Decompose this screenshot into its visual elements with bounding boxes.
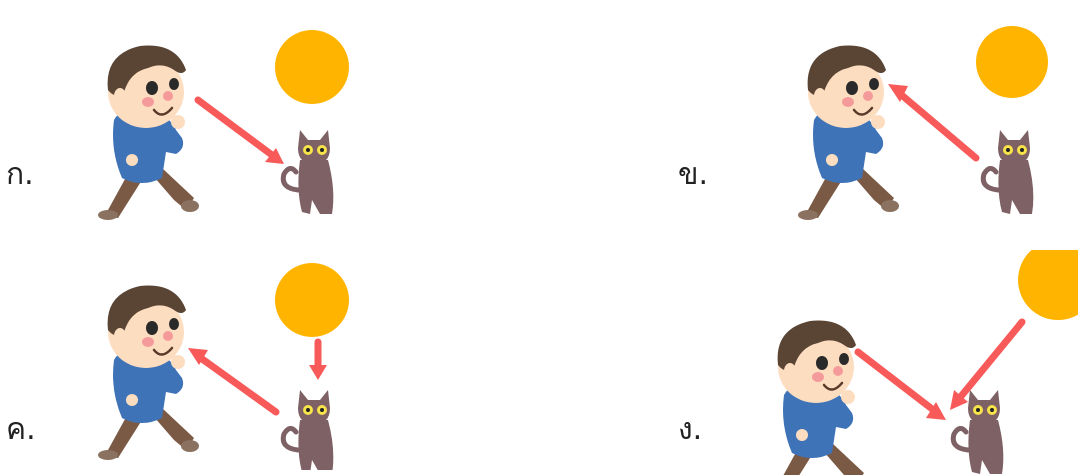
sun-circle [275,263,349,337]
arrow-head [188,348,208,365]
boy-figure [98,285,199,460]
cat-figure [980,130,1034,214]
scene-option-d [777,250,1078,475]
boy-figure [798,45,899,220]
arrow-cat-to-boy [894,88,980,162]
arrow-head [950,390,968,410]
arrow-head [265,148,284,164]
sun-circle [976,26,1048,98]
scene-option-a [98,30,349,220]
scene-option-c [98,263,349,470]
arrow-boy-to-cat [854,348,940,416]
arrow-boy-to-cat [194,96,280,162]
arrow-head [888,84,908,102]
boy-figure [98,45,199,220]
option-label-b: ข. [678,157,709,192]
boy-figure [777,320,864,475]
option-label-d: ง. [678,412,703,447]
option-label-c: ค. [6,412,36,447]
arrow-head [309,365,327,380]
option-label-a: ก. [6,157,34,192]
arrow-head [926,402,946,420]
arrow-cat-to-boy [194,352,280,416]
cat-figure [280,390,334,470]
cat-figure [280,130,334,214]
cat-figure [950,390,1004,474]
scene-option-b [798,26,1048,220]
arrow-sun-to-cat [954,318,1026,404]
sun-circle [1018,250,1078,320]
sun-circle [275,30,349,104]
